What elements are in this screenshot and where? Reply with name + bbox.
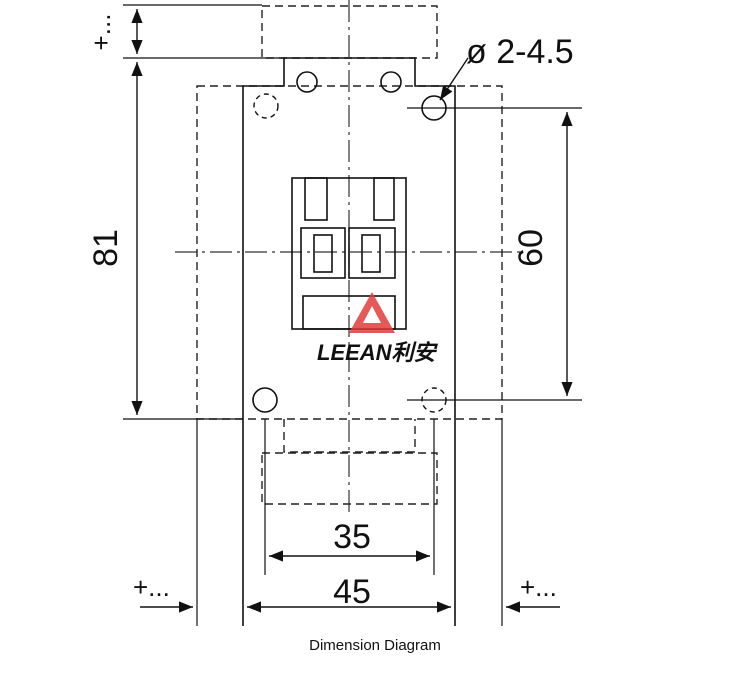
hole-diameter-label: ø 2-4.5 — [466, 33, 574, 71]
tolerance-right-label: +... — [520, 572, 557, 602]
dimension-81-label: 81 — [87, 229, 125, 267]
center-lines — [175, 0, 525, 515]
dimension-60-label: 60 — [512, 229, 550, 267]
dimension-35-label: 35 — [333, 518, 371, 556]
watermark-logo: LEEAN利安 — [317, 292, 439, 365]
extension-lines — [123, 4, 582, 626]
diagram-caption: Dimension Diagram — [309, 637, 441, 654]
center-component — [291, 177, 407, 330]
dimension-lines — [131, 8, 573, 613]
watermark-text: LEEAN利安 — [317, 340, 439, 365]
dimension-45-label: 45 — [333, 573, 371, 611]
tolerance-left-label: +... — [133, 572, 170, 602]
tolerance-top-label: +... — [86, 14, 116, 51]
